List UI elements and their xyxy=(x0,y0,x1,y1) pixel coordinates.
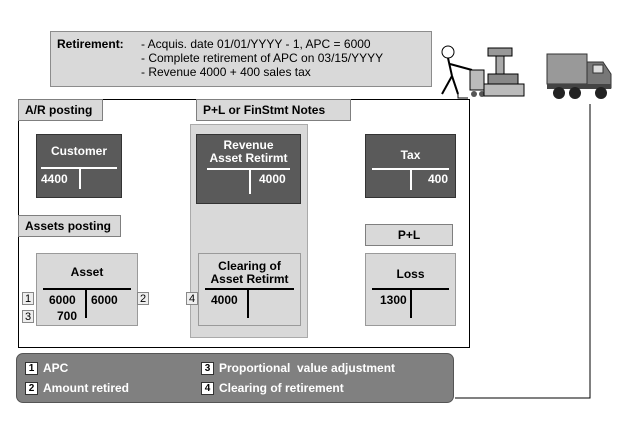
customer-account: Customer 4400 xyxy=(36,134,122,198)
revenue-credit: 4000 xyxy=(259,172,286,186)
person-machine-icon xyxy=(441,45,525,97)
revenue-title-1: Revenue xyxy=(223,138,274,152)
asset-debit: 6000 xyxy=(49,293,76,307)
revenue-title-2: Asset Retirmt xyxy=(209,151,288,165)
legend-item-4: 4 Clearing of retirement xyxy=(201,381,344,395)
tax-credit: 400 xyxy=(428,172,449,186)
asset-credit-badge: 2 xyxy=(137,292,149,305)
clearing-badge: 4 xyxy=(186,292,198,305)
legend-label-1: APC xyxy=(43,361,69,375)
ar-posting-tab: A/R posting xyxy=(18,99,103,121)
revenue-account: Revenue Asset Retirmt 4000 xyxy=(196,134,301,204)
retirement-line-3: - Revenue 4000 + 400 sales tax xyxy=(141,65,311,79)
clearing-title-2: Asset Retirmt xyxy=(210,272,289,286)
loss-account: Loss 1300 xyxy=(365,253,456,326)
retirement-line-2: - Complete retirement of APC on 03/15/YY… xyxy=(141,51,384,65)
asset-debit2-badge: 3 xyxy=(22,310,34,323)
asset-debit-2: 700 xyxy=(57,309,78,323)
asset-title: Asset xyxy=(70,265,104,279)
legend-label-4: Clearing of retirement xyxy=(219,381,344,395)
asset-debit-badge: 1 xyxy=(22,292,34,305)
truck-connector xyxy=(455,104,591,399)
legend-item-2: 2 Amount retired xyxy=(25,381,129,395)
asset-credit: 6000 xyxy=(91,293,118,307)
clearing-debit: 4000 xyxy=(211,293,238,307)
customer-debit: 4400 xyxy=(41,172,68,186)
legend-item-1: 1 APC xyxy=(25,361,68,375)
retirement-label: Retirement: xyxy=(57,37,124,51)
legend-num-3: 3 xyxy=(201,361,214,375)
loss-title: Loss xyxy=(396,267,425,281)
legend-num-2: 2 xyxy=(25,381,38,395)
legend-num-4: 4 xyxy=(201,381,214,395)
clearing-account: Clearing of Asset Retirmt 4000 xyxy=(198,253,301,326)
legend-item-3: 3 Proportional value adjustment xyxy=(201,361,395,375)
legend-box: 1 APC 2 Amount retired 3 Proportional va… xyxy=(16,353,454,403)
legend-num-1: 1 xyxy=(25,361,38,375)
retirement-line-1: - Acquis. date 01/01/YYYY - 1, APC = 600… xyxy=(141,37,371,51)
legend-label-3: Proportional value adjustment xyxy=(219,361,396,375)
tax-title: Tax xyxy=(400,148,421,162)
tax-account: Tax 400 xyxy=(365,134,456,198)
pl-tab: P+L xyxy=(365,224,453,246)
customer-title: Customer xyxy=(50,144,107,158)
clearing-title-1: Clearing of xyxy=(218,259,281,273)
retirement-info-box: Retirement: - Acquis. date 01/01/YYYY - … xyxy=(50,31,432,87)
loss-debit: 1300 xyxy=(380,293,407,307)
pl-notes-tab: P+L or FinStmt Notes xyxy=(196,99,351,121)
legend-label-2: Amount retired xyxy=(43,381,130,395)
assets-posting-tab: Assets posting xyxy=(18,215,121,237)
asset-account: Asset 6000 6000 700 xyxy=(36,253,138,326)
truck-icon xyxy=(546,53,612,99)
